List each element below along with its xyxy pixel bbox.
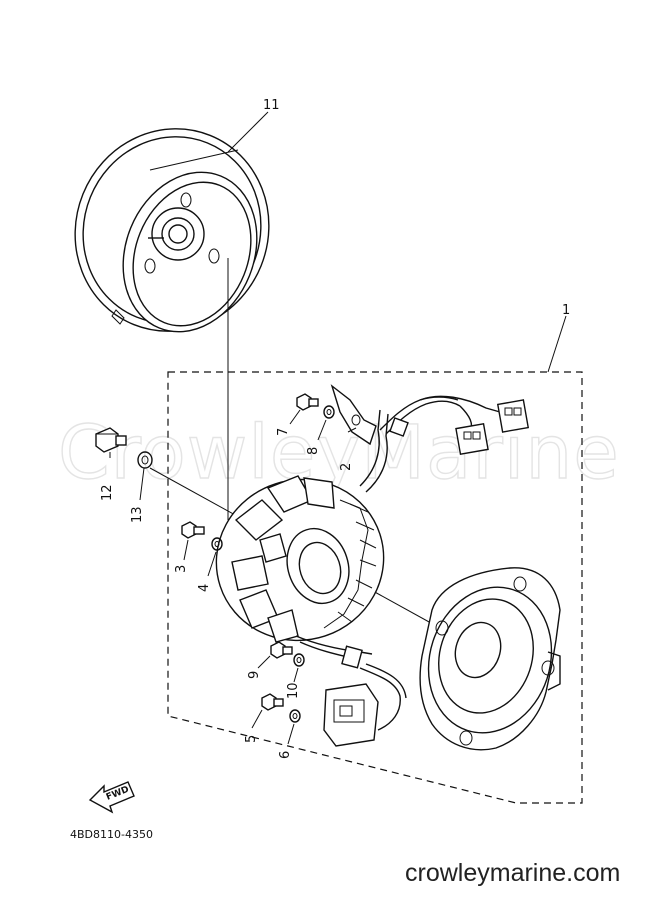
callout-10: 10 xyxy=(286,682,301,699)
clamp-washer-8[interactable] xyxy=(323,405,335,419)
callout-5: 5 xyxy=(244,735,259,743)
pickup-washer-10[interactable] xyxy=(293,653,305,667)
callout-7: 7 xyxy=(276,428,291,436)
pickup-bolt-5[interactable] xyxy=(261,693,284,711)
callout-3: 3 xyxy=(174,565,189,573)
stator-coil-assembly[interactable] xyxy=(195,409,404,662)
callout-9: 9 xyxy=(247,671,262,679)
pickup-coil-assembly[interactable] xyxy=(295,635,407,747)
callout-13: 13 xyxy=(130,506,145,523)
flywheel-rotor[interactable] xyxy=(45,99,299,360)
wire-harness-connectors[interactable] xyxy=(379,395,530,456)
stator-washer-4[interactable] xyxy=(211,537,223,551)
pickup-bolt-9[interactable] xyxy=(270,641,293,659)
fwd-direction-arrow: FWD xyxy=(88,781,135,814)
wire-clamp-2[interactable] xyxy=(330,384,377,446)
callout-numbers: 11 1 7 8 2 12 13 3 4 9 10 5 6 xyxy=(100,98,570,759)
site-footer-text: crowleymarine.com xyxy=(405,859,620,887)
assembly-boundary-box xyxy=(167,371,583,804)
clamp-bolt-7[interactable] xyxy=(296,393,319,411)
callout-8: 8 xyxy=(306,447,321,455)
flywheel-nut-12[interactable] xyxy=(95,427,127,453)
callout-1: 1 xyxy=(562,303,570,318)
callout-6: 6 xyxy=(278,751,293,759)
stator-bolt-3[interactable] xyxy=(181,521,205,539)
callout-11: 11 xyxy=(263,98,280,113)
diagram-code: 4BD8110-4350 xyxy=(70,828,153,841)
callout-12: 12 xyxy=(100,484,115,501)
flywheel-washer-13[interactable] xyxy=(137,451,153,469)
callout-leaders xyxy=(109,111,567,745)
callout-2: 2 xyxy=(339,463,354,471)
callout-4: 4 xyxy=(197,584,212,592)
stator-housing-cover[interactable] xyxy=(410,567,570,751)
pickup-washer-6[interactable] xyxy=(289,709,301,723)
